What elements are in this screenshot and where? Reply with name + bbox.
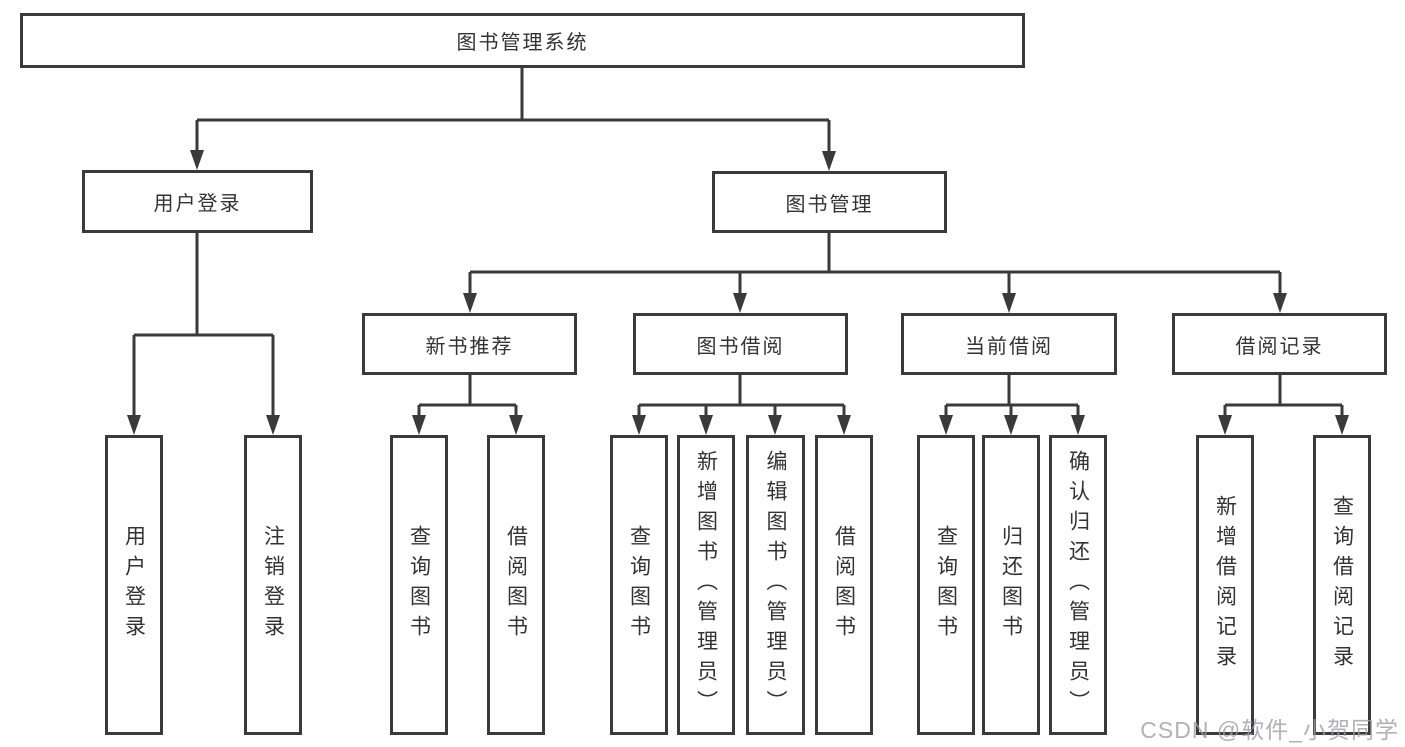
- leaf-label: 查询借阅记录: [1330, 495, 1354, 675]
- watermark: CSDN @软件_小贺同学: [1140, 717, 1399, 743]
- node-book-borrowing: 图书借阅: [633, 313, 848, 375]
- leaf-borrow-books-borrowing: 借阅图书: [815, 435, 873, 735]
- node-user-login-module: 用户登录: [82, 170, 313, 233]
- node-label: 图书管理: [785, 193, 874, 216]
- node-label: 新书推荐: [425, 335, 514, 358]
- leaf-label: 新增图书（管理员）: [694, 450, 718, 720]
- leaf-user-login: 用户登录: [105, 435, 163, 735]
- leaf-label: 编辑图书（管理员）: [764, 450, 787, 720]
- node-root-label: 图书管理系统: [456, 32, 589, 54]
- leaf-label: 查询图书: [627, 525, 651, 645]
- leaf-logout: 注销登录: [244, 435, 302, 735]
- node-label: 借阅记录: [1235, 335, 1324, 358]
- node-label: 当前借阅: [965, 335, 1053, 358]
- leaf-return-book: 归还图书: [982, 435, 1040, 735]
- node-current-borrowing: 当前借阅: [901, 313, 1117, 375]
- leaf-label: 注销登录: [261, 525, 285, 645]
- leaf-query-books-borrowing: 查询图书: [610, 435, 668, 735]
- leaf-query-borrow-record: 查询借阅记录: [1313, 435, 1371, 735]
- leaf-edit-book-admin: 编辑图书（管理员）: [746, 435, 805, 735]
- leaf-label: 新增借阅记录: [1213, 495, 1237, 675]
- leaf-query-books-recommend: 查询图书: [390, 435, 448, 735]
- node-new-book-recommend: 新书推荐: [362, 313, 577, 375]
- leaf-label: 查询图书: [934, 525, 958, 645]
- leaf-label: 确认归还（管理员）: [1066, 450, 1090, 720]
- leaf-confirm-return-admin: 确认归还（管理员）: [1049, 435, 1107, 735]
- leaf-label: 借阅图书: [832, 525, 856, 645]
- node-root-system: 图书管理系统: [20, 13, 1025, 68]
- node-book-management-module: 图书管理: [712, 171, 947, 233]
- leaf-query-books-current: 查询图书: [917, 435, 975, 735]
- leaf-label: 用户登录: [122, 525, 146, 645]
- leaf-add-borrow-record: 新增借阅记录: [1196, 435, 1254, 735]
- leaf-borrow-books-recommend: 借阅图书: [487, 435, 545, 735]
- leaf-label: 归还图书: [999, 525, 1023, 645]
- leaf-label: 借阅图书: [504, 525, 528, 645]
- node-label: 用户登录: [153, 193, 242, 215]
- leaf-add-book-admin: 新增图书（管理员）: [677, 435, 735, 735]
- node-borrow-records: 借阅记录: [1172, 313, 1387, 375]
- node-label: 图书借阅: [696, 335, 785, 358]
- leaf-label: 查询图书: [407, 525, 431, 645]
